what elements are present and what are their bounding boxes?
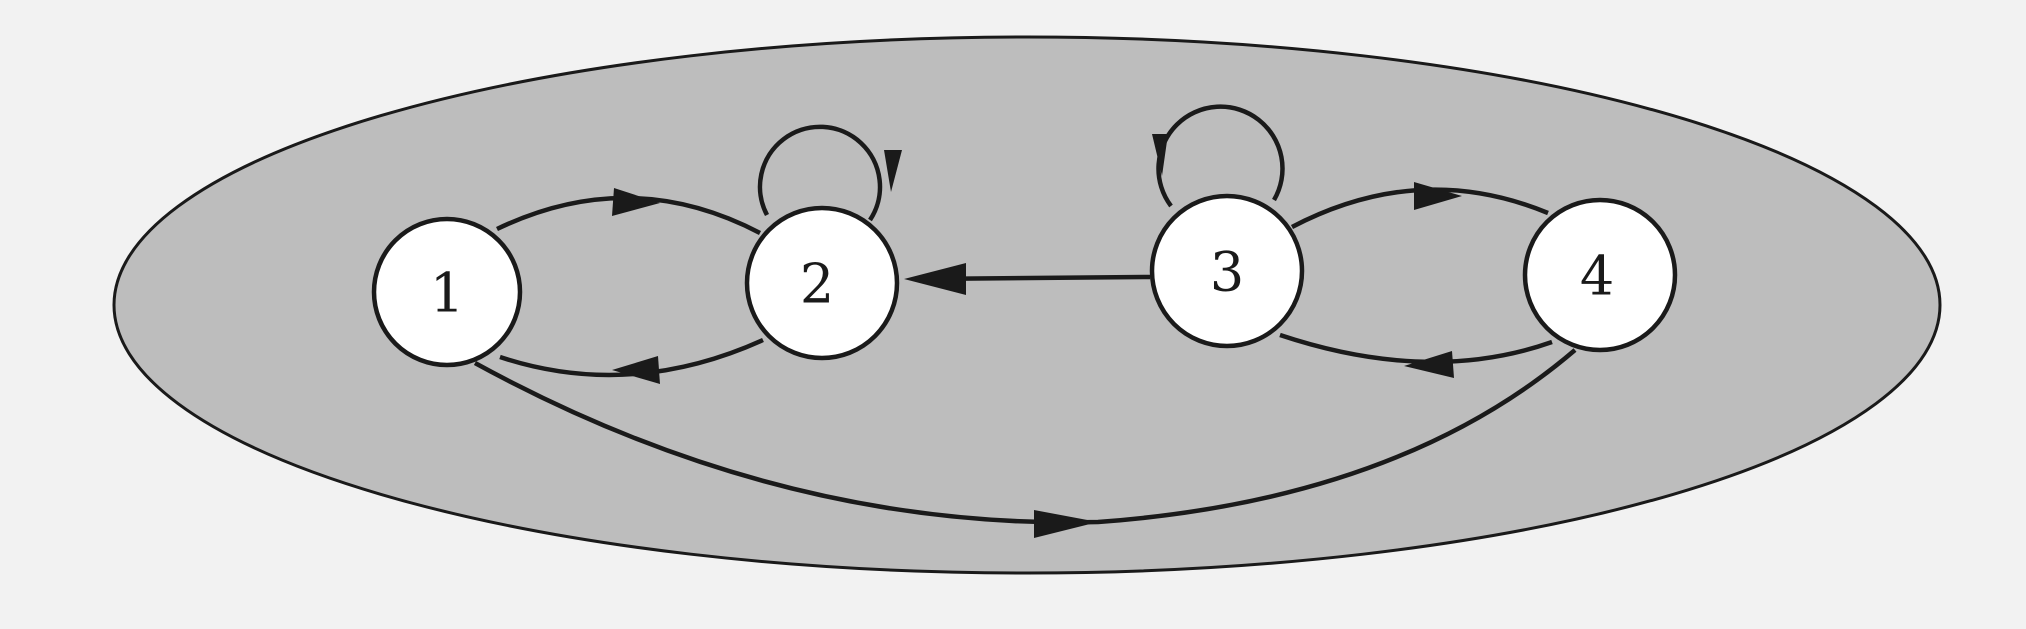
- edge-3-self-loop: [1156, 104, 1285, 208]
- edge-2-self-loop: [757, 124, 883, 222]
- arrowhead-3-self-loop: [1152, 134, 1168, 176]
- node-3: 3: [1149, 193, 1305, 349]
- arrowhead-4-to-3: [1404, 351, 1454, 378]
- arrowhead-3-to-2: [904, 263, 966, 295]
- node-1: 1: [371, 216, 523, 368]
- node-1-label: 1: [430, 262, 464, 325]
- node-4-label: 4: [1580, 245, 1614, 308]
- arrowhead-3-to-4: [1414, 182, 1462, 210]
- edges-layer: [473, 104, 1577, 538]
- node-2-label: 2: [800, 253, 834, 316]
- nodes-layer: 1 2 3 4: [371, 193, 1678, 368]
- arrowhead-2-to-1: [612, 356, 660, 384]
- node-4: 4: [1522, 197, 1678, 353]
- arrowhead-2-self-loop: [884, 150, 902, 192]
- node-2: 2: [744, 205, 900, 361]
- arrowhead-1-to-2: [612, 188, 660, 216]
- arrowhead-1-to-4: [1034, 510, 1098, 538]
- node-3-label: 3: [1210, 241, 1244, 304]
- enclosing-region: [112, 35, 1942, 575]
